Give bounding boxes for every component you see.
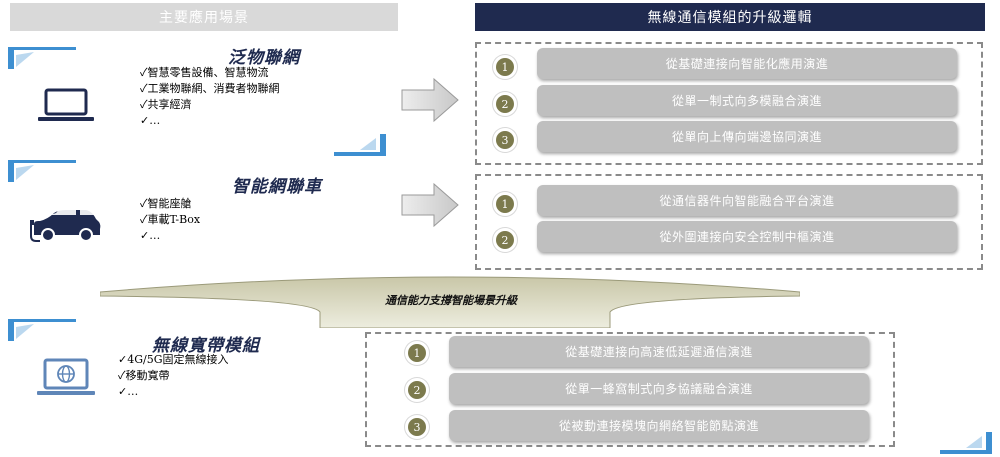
step-number: 1 <box>496 58 514 76</box>
upgrade-group-vehicle <box>475 174 983 270</box>
right-arrow-icon <box>401 182 459 228</box>
bullet-item: ✓智能座艙 <box>140 197 192 210</box>
laptop-icon <box>38 88 94 121</box>
step-number: 3 <box>408 418 426 436</box>
bullet-item: ✓… <box>140 229 161 242</box>
category-bullets: ✓智能座艙 ✓車載T-Box ✓… <box>140 196 200 244</box>
upgrade-step-bar: 從外圍連接向安全控制中樞演進 <box>537 221 957 252</box>
step-number: 2 <box>408 381 426 399</box>
corner-accent-top-left <box>8 319 76 341</box>
globe-laptop-icon <box>37 358 95 395</box>
corner-accent-bottom-right <box>334 134 386 156</box>
bullet-item: ✓4G/5G固定無線接入 <box>118 353 229 366</box>
bullet-item: ✓… <box>140 114 161 127</box>
category-title: 智能網聯車 <box>232 177 322 197</box>
upgrade-group-iot <box>475 42 983 165</box>
bullet-item: ✓… <box>118 385 139 398</box>
category-icon-box <box>20 192 112 254</box>
category-title: 泛物聯網 <box>228 48 300 68</box>
bridge-label: 通信能力支撐智能場景升級 <box>385 294 517 307</box>
bullet-item: ✓移動寬帶 <box>118 369 170 382</box>
upgrade-logic-header: 無線通信模組的升級邏輯 <box>475 3 985 31</box>
upgrade-step-bar: 從基礎連接向高速低延遲通信演進 <box>449 336 869 367</box>
category-title: 無線寬帶模組 <box>152 336 260 356</box>
category-icon-box <box>20 75 112 137</box>
step-number: 3 <box>496 131 514 149</box>
car-icon <box>30 208 101 242</box>
bullet-item: ✓工業物聯網、消費者物聯網 <box>140 82 280 95</box>
corner-accent-top-left <box>8 160 76 182</box>
bullet-item: ✓車載T-Box <box>140 213 201 226</box>
right-arrow-icon <box>401 77 459 123</box>
step-number: 2 <box>496 95 514 113</box>
step-number: 2 <box>496 231 514 249</box>
upgrade-step-bar: 從單一制式向多模融合演進 <box>537 85 957 116</box>
step-number: 1 <box>408 344 426 362</box>
category-bullets: ✓智慧零售設備、智慧物流 ✓工業物聯網、消費者物聯網 ✓共享經濟 ✓… <box>140 65 280 129</box>
bullet-item: ✓智慧零售設備、智慧物流 <box>140 66 269 79</box>
bullet-item: ✓共享經濟 <box>140 98 192 111</box>
category-bullets: ✓4G/5G固定無線接入 ✓移動寬帶 ✓… <box>118 352 229 400</box>
corner-accent-bottom-right <box>940 432 992 454</box>
bridge-shape <box>100 276 800 328</box>
upgrade-step-bar: 從基礎連接向智能化應用演進 <box>537 48 957 79</box>
upgrade-step-bar: 從單一蜂窩制式向多協議融合演進 <box>449 373 869 404</box>
corner-accent-top-left <box>8 47 76 69</box>
upgrade-step-bar: 從單向上傳向端邊協同演進 <box>537 121 957 152</box>
category-icon-box <box>20 348 112 410</box>
upgrade-step-bar: 從通信器件向智能融合平台演進 <box>537 185 957 216</box>
upgrade-group-broadband <box>365 332 895 447</box>
upgrade-step-bar: 從被動連接模塊向網絡智能節點演進 <box>449 410 869 441</box>
step-number: 1 <box>496 195 514 213</box>
scenarios-header: 主要應用場景 <box>10 3 398 31</box>
